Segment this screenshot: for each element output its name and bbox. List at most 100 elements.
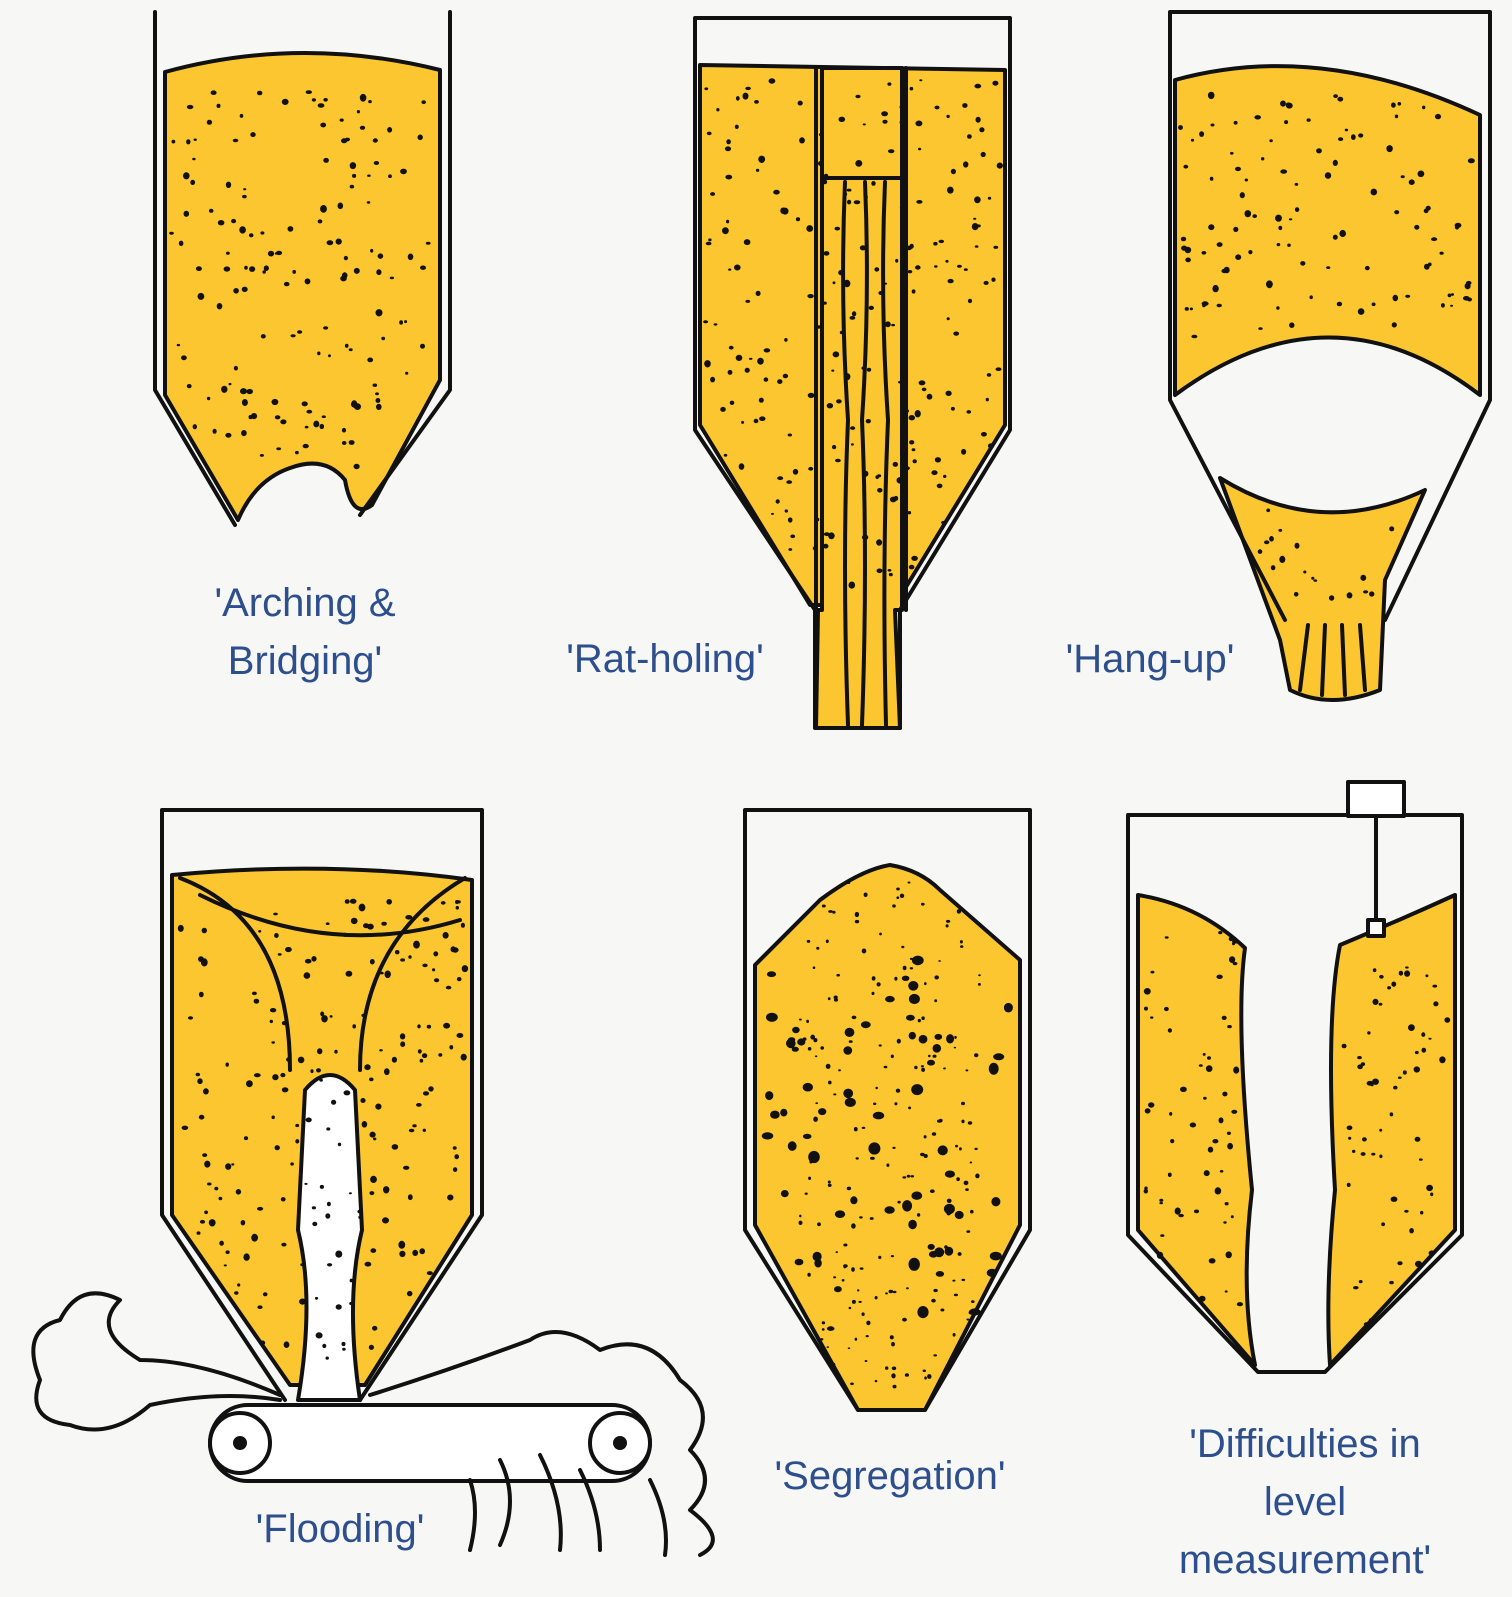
- material-particle: [1404, 970, 1410, 976]
- material-particle: [968, 1121, 972, 1124]
- material-particle: [338, 1143, 341, 1147]
- material-particle: [798, 101, 803, 106]
- material-particle: [295, 1124, 299, 1127]
- material-particle: [954, 1294, 958, 1297]
- material-particle: [1379, 1129, 1382, 1132]
- material-particle: [177, 344, 180, 346]
- material-particle: [420, 266, 426, 270]
- material-particle: [375, 1104, 381, 1110]
- material-particle: [725, 146, 731, 151]
- material-particle: [945, 260, 948, 263]
- material-particle: [320, 1185, 324, 1189]
- material-particle: [777, 379, 782, 384]
- material-particle: [871, 181, 875, 186]
- material-particle: [934, 975, 939, 979]
- material-particle: [400, 1041, 405, 1047]
- material-particle: [1394, 210, 1399, 214]
- material-particle: [972, 223, 979, 230]
- material-particle: [1199, 1296, 1206, 1302]
- material-particle: [891, 1373, 895, 1378]
- material-particle: [938, 1145, 948, 1155]
- material-particle: [805, 1193, 808, 1195]
- material-particle: [369, 1345, 374, 1350]
- material-particle: [1275, 215, 1282, 222]
- material-particle: [828, 1081, 832, 1085]
- material-particle: [974, 84, 981, 89]
- material-particle: [1422, 1048, 1427, 1053]
- material-particle: [241, 1220, 246, 1225]
- material-particle: [991, 1197, 1000, 1206]
- material-particle: [813, 546, 817, 550]
- material-particle: [209, 209, 214, 213]
- material-particle: [1212, 1139, 1218, 1143]
- material-particle: [226, 1063, 229, 1067]
- material-particle: [938, 960, 941, 962]
- material-particle: [1387, 986, 1391, 989]
- material-particle: [824, 532, 830, 536]
- material-particle: [214, 1187, 218, 1191]
- material-particle: [360, 94, 367, 102]
- material-particle: [1295, 183, 1299, 186]
- material-particle: [461, 1054, 467, 1061]
- material-particle: [1325, 172, 1331, 179]
- material-particle: [1415, 1137, 1421, 1142]
- material-particle: [1451, 293, 1454, 296]
- material-particle: [350, 1279, 353, 1283]
- material-particle: [1359, 1280, 1363, 1283]
- material-particle: [319, 1079, 323, 1082]
- material-particle: [343, 933, 347, 937]
- material-particle: [299, 1299, 306, 1305]
- material-particle: [823, 251, 829, 256]
- material-particle: [902, 1200, 912, 1211]
- material-particle: [820, 1046, 824, 1049]
- material-particle: [1468, 158, 1475, 163]
- material-particle: [790, 535, 795, 539]
- material-particle: [219, 1197, 223, 1201]
- material-particle: [725, 175, 732, 180]
- arching-material: [165, 53, 440, 520]
- material-particle: [1440, 252, 1444, 255]
- material-particle: [744, 239, 751, 245]
- material-particle: [264, 265, 269, 271]
- material-particle: [817, 1222, 821, 1226]
- material-particle: [893, 1291, 897, 1293]
- material-particle: [1178, 125, 1183, 130]
- material-particle: [323, 98, 327, 102]
- material-particle: [310, 1069, 313, 1073]
- material-particle: [915, 265, 921, 269]
- material-particle: [413, 941, 420, 949]
- material-particle: [849, 1040, 853, 1043]
- material-particle: [1284, 120, 1288, 124]
- material-particle: [892, 1147, 895, 1149]
- material-particle: [965, 1188, 969, 1191]
- material-particle: [933, 1289, 937, 1292]
- material-particle: [409, 1129, 415, 1132]
- material-particle: [1190, 1123, 1196, 1128]
- material-particle: [184, 211, 190, 217]
- material-particle: [187, 105, 194, 109]
- material-particle: [1191, 335, 1197, 339]
- material-particle: [312, 98, 316, 101]
- material-particle: [376, 309, 383, 316]
- material-particle: [833, 1093, 836, 1095]
- material-particle: [323, 326, 328, 329]
- material-particle: [900, 119, 905, 125]
- material-particle: [317, 1048, 322, 1054]
- material-particle: [819, 133, 824, 137]
- material-particle: [828, 1184, 832, 1187]
- material-particle: [1223, 1221, 1226, 1223]
- material-particle: [797, 1038, 805, 1045]
- material-particle: [322, 415, 326, 418]
- material-particle: [867, 368, 871, 372]
- material-particle: [905, 1373, 909, 1377]
- material-particle: [975, 1174, 979, 1179]
- material-particle: [818, 1108, 826, 1115]
- material-particle: [866, 419, 871, 423]
- material-particle: [741, 421, 744, 424]
- material-particle: [876, 539, 882, 545]
- material-particle: [989, 1063, 999, 1075]
- material-particle: [788, 548, 792, 551]
- material-particle: [1347, 1126, 1353, 1131]
- material-particle: [370, 249, 373, 253]
